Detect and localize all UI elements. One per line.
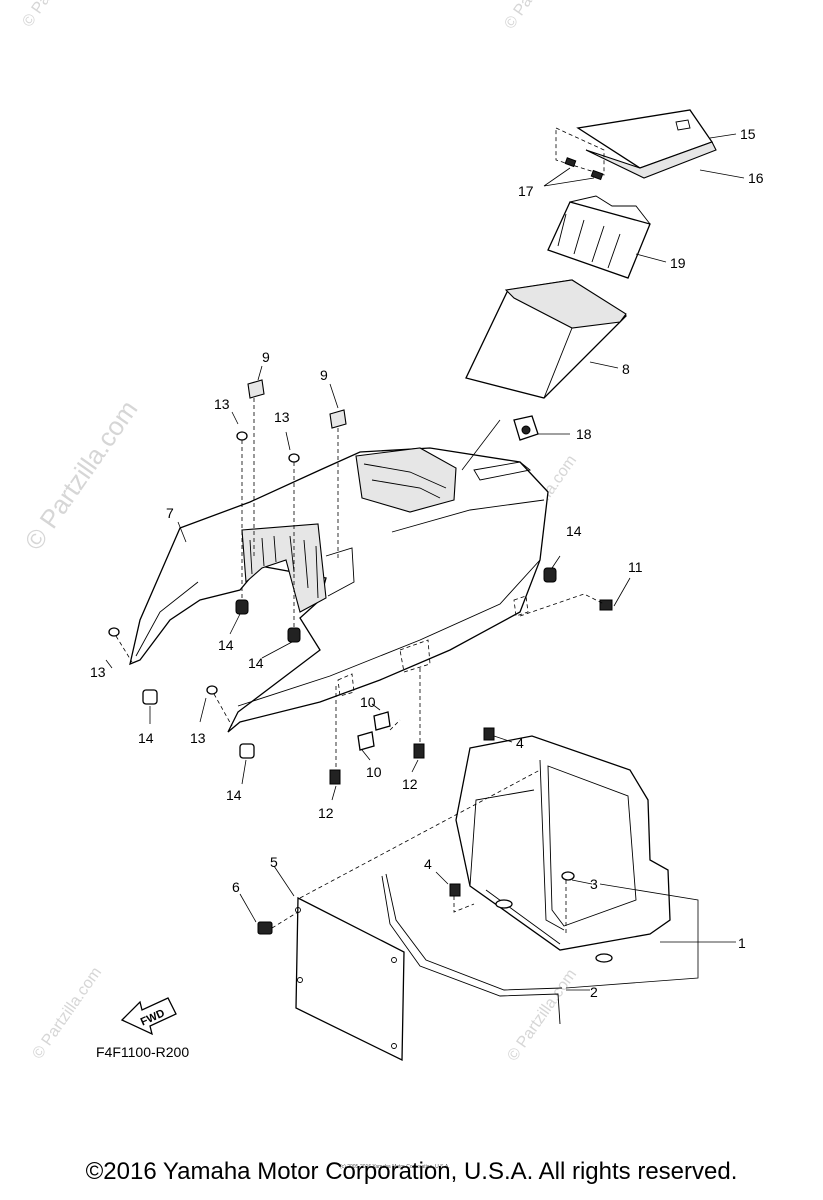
fwd-arrow: FWD xyxy=(120,997,177,1036)
part-13-screw-d xyxy=(206,685,218,695)
callout-13-c: 13 xyxy=(90,664,106,680)
callout-13-d: 13 xyxy=(190,730,206,746)
part-12-bolt-b xyxy=(413,743,425,759)
callout-2: 2 xyxy=(590,984,598,1000)
part-6-screw xyxy=(257,911,299,935)
watermark-faint-1: © Partzilla.com xyxy=(19,0,95,30)
part-13-screw-a xyxy=(236,431,248,441)
callout-4-b: 4 xyxy=(424,856,432,872)
small-copyright: (c) 2005-2016 Yamaha Motor Corporation, … xyxy=(340,1164,450,1170)
part-13-screw-b xyxy=(288,453,300,463)
callout-16: 16 xyxy=(748,170,764,186)
callout-14-b: 14 xyxy=(248,655,264,671)
fasteners-upper xyxy=(108,379,347,727)
part-10-nut-b xyxy=(357,731,375,751)
part-9-nut-left xyxy=(247,379,265,399)
part-11-bolt xyxy=(599,599,613,611)
fasteners-lower xyxy=(329,593,613,785)
callout-19: 19 xyxy=(670,255,686,271)
part-16-seal xyxy=(585,141,717,179)
part-5-cover-plate xyxy=(295,769,541,1062)
callout-12-b: 12 xyxy=(318,805,334,821)
callout-6: 6 xyxy=(232,879,240,895)
footer-copyright: ©2016 Yamaha Motor Corporation, U.S.A. A… xyxy=(85,1158,738,1185)
part-18-latch xyxy=(513,415,539,441)
callouts: 15 16 17 19 8 9 9 13 13 18 7 14 11 14 14… xyxy=(90,126,764,1000)
callout-4-a: 4 xyxy=(516,735,524,751)
callout-12-a: 12 xyxy=(402,776,418,792)
callout-10-b: 10 xyxy=(366,764,382,780)
callout-14-c: 14 xyxy=(138,730,154,746)
part-9-nut-right xyxy=(329,409,347,429)
part-12-bolt-a xyxy=(329,769,341,785)
part-13-screw-c xyxy=(108,627,120,637)
callout-3: 3 xyxy=(590,876,598,892)
figure-code: F4F1100-R200 xyxy=(96,1044,189,1060)
callout-8: 8 xyxy=(622,361,630,377)
part-17-hinges xyxy=(555,127,605,181)
callout-14-right: 14 xyxy=(566,523,582,539)
callout-18: 18 xyxy=(576,426,592,442)
callout-13-a: 13 xyxy=(214,396,230,412)
callout-11: 11 xyxy=(628,559,643,575)
callout-13-b: 13 xyxy=(274,409,290,425)
leader-lines xyxy=(105,133,745,991)
watermark-faint-2: © Partzilla.com xyxy=(501,0,577,32)
callout-15: 15 xyxy=(740,126,756,142)
callout-1: 1 xyxy=(738,935,746,951)
callout-14-a: 14 xyxy=(218,637,234,653)
part-1-tub xyxy=(455,735,671,963)
callout-10-a: 10 xyxy=(360,694,376,710)
part-2-seal-strip xyxy=(381,873,563,1025)
watermark-faint-4: © Partzilla.com xyxy=(29,964,105,1062)
callout-14-d: 14 xyxy=(226,787,242,803)
watermark-main: © Partzilla.com xyxy=(18,395,143,556)
part-8-storage-bin xyxy=(465,279,628,399)
part-19-bracket-box xyxy=(547,195,651,279)
watermark-faint-5: © Partzilla.com xyxy=(504,966,580,1064)
grommets-14 xyxy=(142,567,557,759)
callout-5: 5 xyxy=(270,854,278,870)
callout-9-left: 9 xyxy=(262,349,270,365)
callout-17: 17 xyxy=(518,183,534,199)
callout-9-right: 9 xyxy=(320,367,328,383)
part-4-bolts xyxy=(449,727,495,913)
callout-7: 7 xyxy=(166,505,174,521)
part-7-body-cover xyxy=(129,447,549,733)
part-10-nut-a xyxy=(373,711,391,731)
